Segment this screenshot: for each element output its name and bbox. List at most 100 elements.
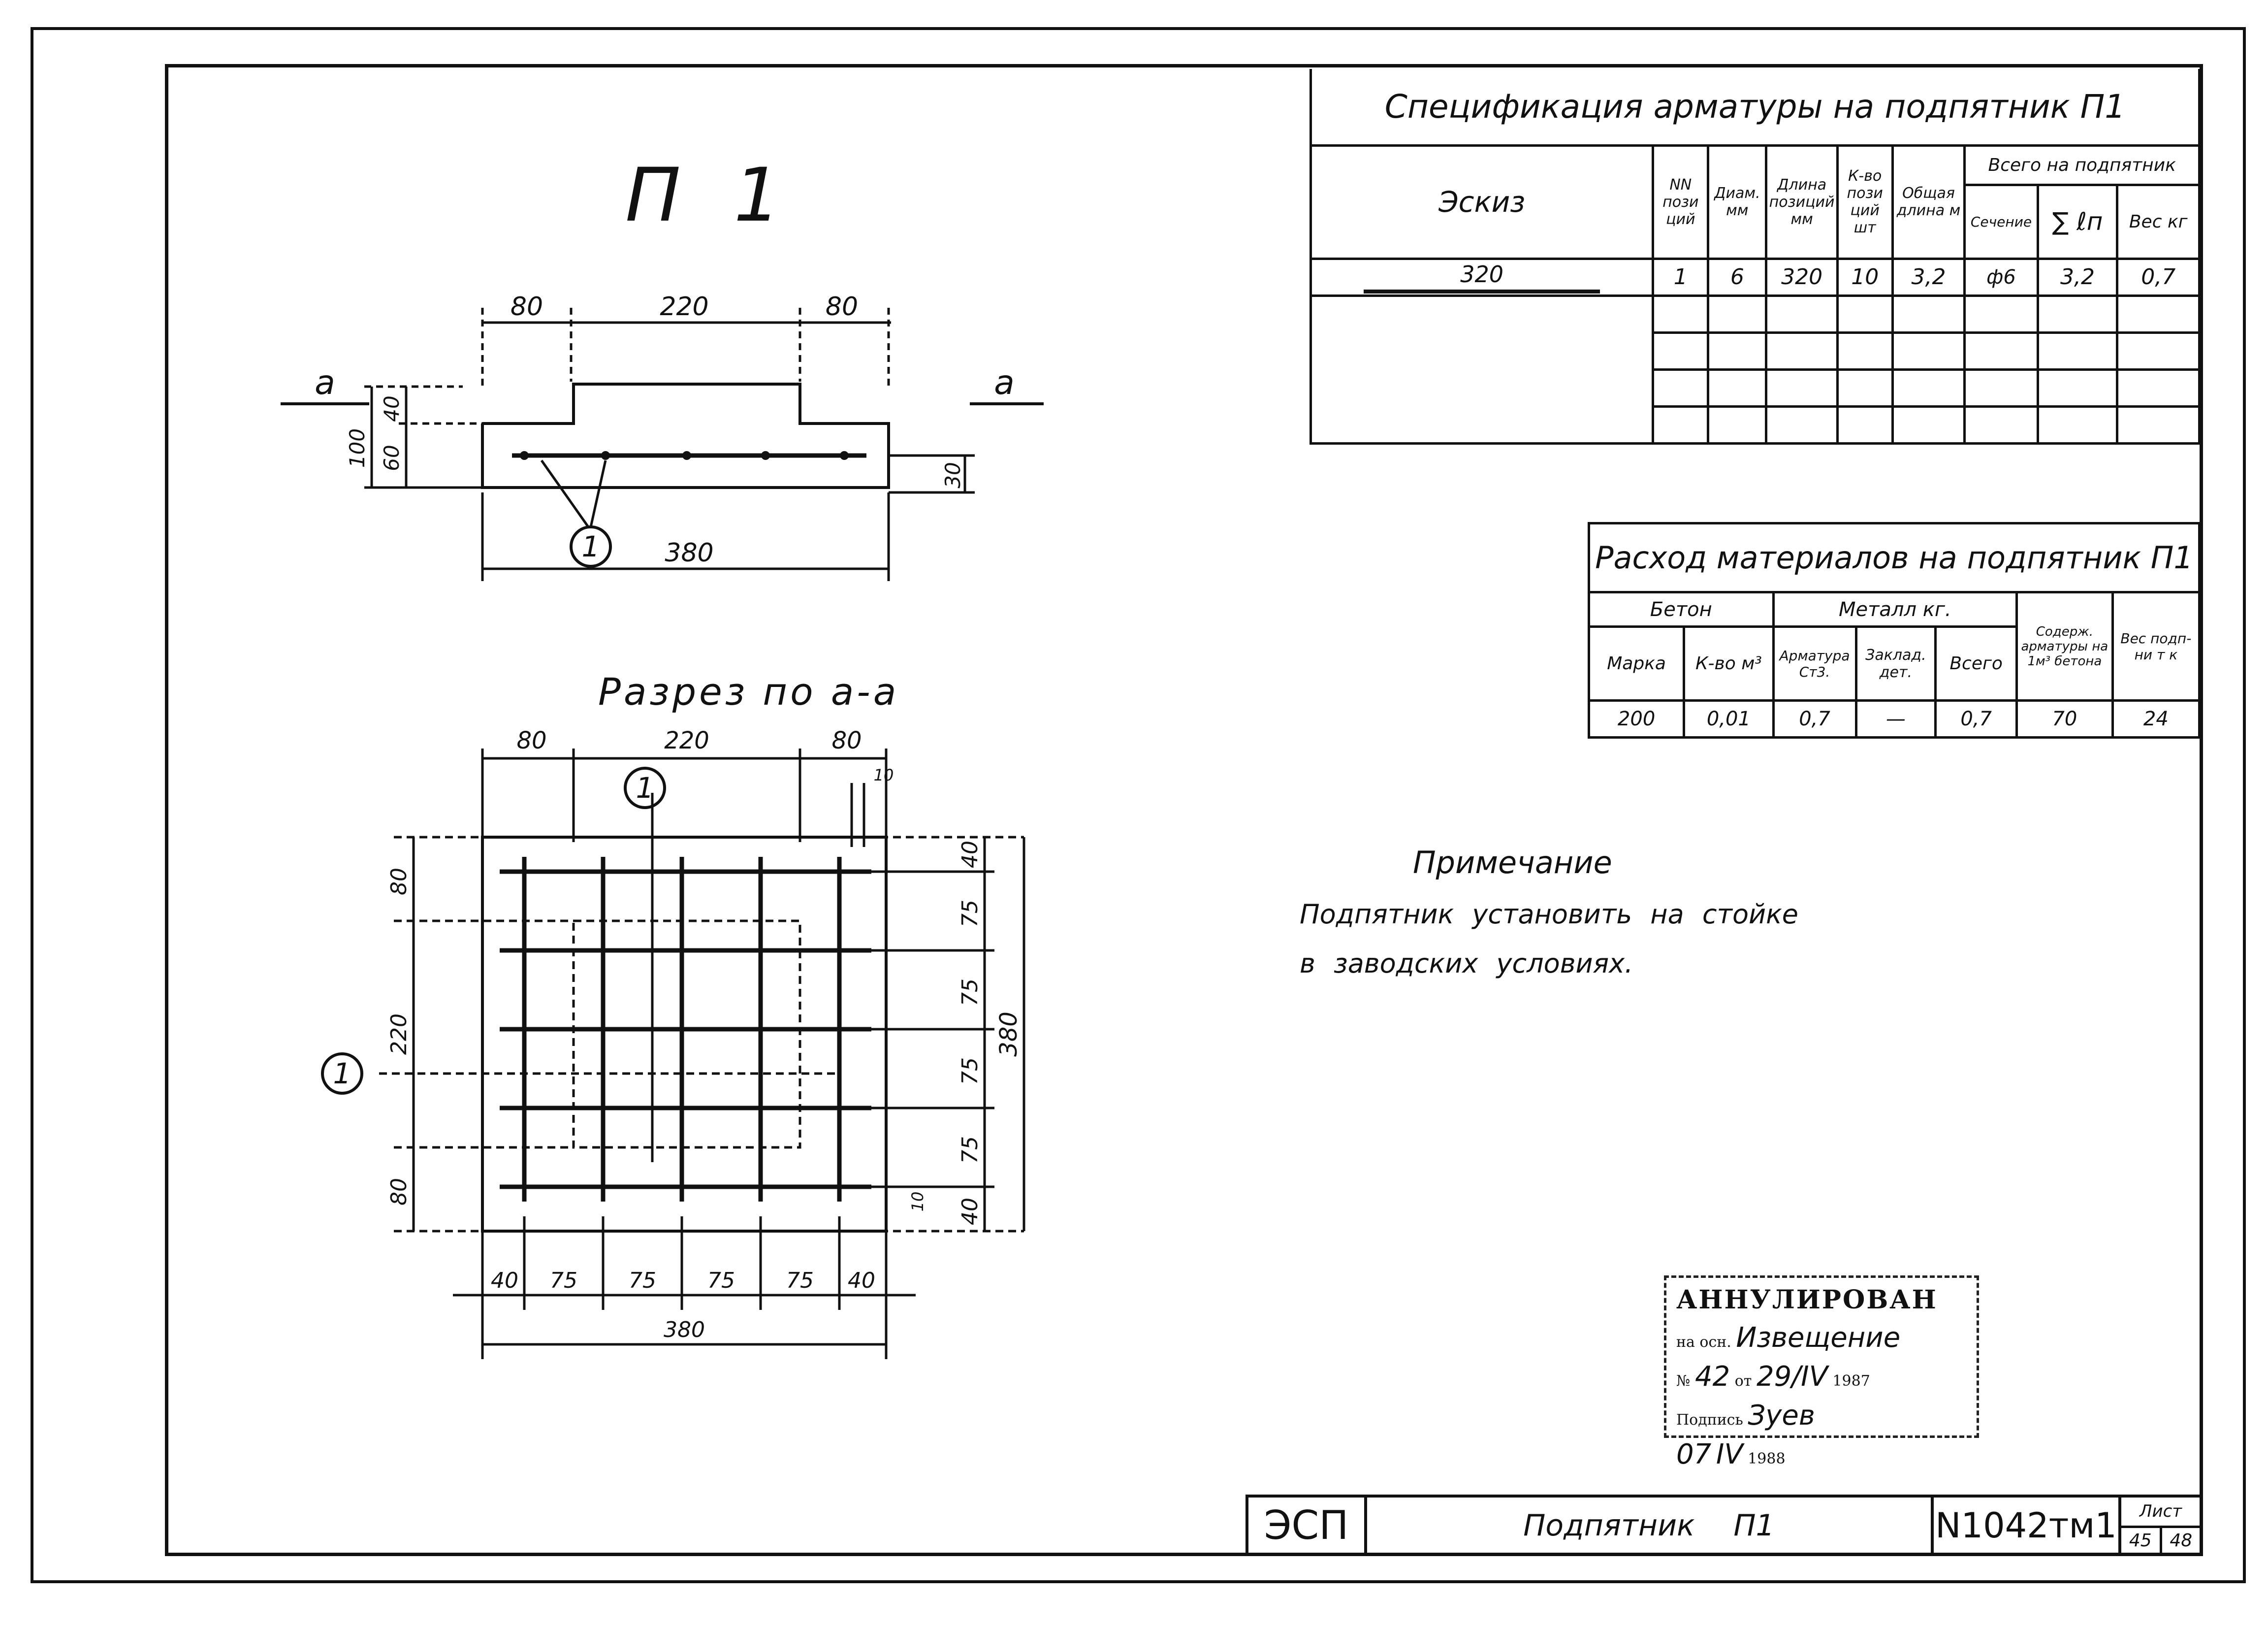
outer-frame <box>31 27 2246 1583</box>
elevation-drawing: 1 80 220 80 а а 380 100 40 60 30 <box>281 292 1044 581</box>
materials-content: Содерж. арматуры на 1м³ бетона <box>2015 591 2114 702</box>
spec-col-len: Длина позиций мм <box>1765 144 1839 260</box>
position-marker-circle <box>570 525 612 568</box>
stamp-date-line: 07 IV 1988 <box>1676 1438 1786 1470</box>
plan-marker-top: 1 <box>636 771 654 805</box>
spec-col-group: Всего на подпятник <box>1963 144 2201 186</box>
stamp-number-line: № 42 от 29/IV 1987 <box>1676 1361 1870 1393</box>
materials-cell-vsego: 0,7 <box>1934 699 2018 739</box>
spec-cell-weight: 0,7 <box>2116 257 2201 297</box>
plan-right-dim-1: 40 <box>958 841 983 868</box>
plan-right-dim-4: 75 <box>958 1057 983 1085</box>
title-block-name: Подпятник П1 <box>1367 1498 1934 1553</box>
materials-metal: Металл кг. <box>1772 591 2018 628</box>
plan-left-dim-middle: 220 <box>386 1013 412 1055</box>
title-block-sheet: Лист 45 48 <box>2121 1498 2200 1553</box>
materials-cell-marka: 200 <box>1587 699 1686 739</box>
spec-col-section: Сечение <box>1963 183 2039 260</box>
section-mark-left: а <box>315 363 335 402</box>
spec-cell-sum: 3,2 <box>2036 257 2119 297</box>
materials-cell-qty: 0,01 <box>1683 699 1775 739</box>
plan-marker-left: 1 <box>333 1057 351 1090</box>
drawing-title: П 1 <box>625 153 796 238</box>
plan-bottom-dim-6: 40 <box>848 1268 875 1293</box>
note-heading: Примечание <box>1413 845 1612 880</box>
plan-bottom-dim-4: 75 <box>707 1268 735 1293</box>
plan-right-dim-2: 75 <box>958 900 983 927</box>
plan-top-dim-middle: 220 <box>664 727 709 754</box>
plan-right-dim-5: 75 <box>958 1136 983 1164</box>
spec-col-pos: NN пози ций <box>1652 144 1710 260</box>
spec-cell-section: ф6 <box>1963 257 2039 297</box>
spec-col-total-len: Общая длина м <box>1891 144 1966 260</box>
top-dim-left: 80 <box>511 292 543 322</box>
spec-col-sum: ∑ ℓп <box>2036 183 2119 260</box>
sheet-label: Лист <box>2121 1498 2200 1528</box>
materials-vsego: Всего <box>1934 625 2018 702</box>
spec-title: Спецификация арматуры на подпятник П1 <box>1310 69 2201 147</box>
sheet-total: 48 <box>2170 1530 2193 1551</box>
spec-col-weight: Вес кг <box>2116 183 2201 260</box>
position-marker-label: 1 <box>582 530 600 563</box>
stamp-title: АННУЛИРОВАН <box>1676 1285 1938 1315</box>
plan-left-dim-bottom: 80 <box>386 1178 412 1205</box>
note-line-1: Подпятник установить на стойке <box>1300 899 1798 930</box>
title-block-org: ЭСП <box>1248 1498 1367 1553</box>
section-mark-right: а <box>994 363 1015 402</box>
spec-cell-diam: 6 <box>1707 257 1768 297</box>
spec-sketch-header: Эскиз <box>1309 144 1655 260</box>
spec-cell-len: 320 <box>1765 257 1839 297</box>
materials-cell-zaklad: — <box>1854 699 1937 739</box>
plan-bottom-dim-1: 40 <box>491 1268 518 1293</box>
plan-small-dim-top: 10 <box>874 766 894 784</box>
top-dim-right: 80 <box>826 292 858 322</box>
materials-marka: Марка <box>1587 625 1686 702</box>
stamp-year: 1987 <box>1832 1372 1870 1390</box>
title-block-doc-no: N1042тм1 <box>1934 1498 2121 1553</box>
materials-zaklad: Заклад. дет. <box>1854 625 1937 702</box>
stamp-number: 42 <box>1694 1361 1730 1393</box>
plan-small-dim-right: 10 <box>908 1192 927 1212</box>
plan-bottom-dim-5: 75 <box>786 1268 814 1293</box>
materials-weight: Вес подп-ни т к <box>2111 591 2201 702</box>
stamp-basis-line: на осн. Извещение <box>1676 1322 1901 1354</box>
materials-cell-armatura: 0,7 <box>1772 699 1857 739</box>
plan-top-dim-left: 80 <box>516 727 546 754</box>
stamp-date: 29/IV <box>1756 1361 1828 1393</box>
plan-bottom-dim-3: 75 <box>629 1268 656 1293</box>
plan-top-dim-right: 80 <box>831 727 862 754</box>
plan-drawing: 1 1 80 220 80 10 80 220 80 40 75 75 75 7… <box>321 727 1025 1359</box>
materials-cell-content: 70 <box>2015 699 2114 739</box>
plan-right-dim-6: 40 <box>958 1198 983 1225</box>
plan-right-dim-3: 75 <box>958 978 983 1006</box>
stamp-signature: Зуев <box>1748 1400 1815 1432</box>
drawing-frame <box>165 64 2203 1556</box>
bottom-dim: 380 <box>665 538 713 568</box>
annulled-stamp: АННУЛИРОВАН на осн. Извещение № 42 от 29… <box>1664 1275 1979 1470</box>
materials-armatura: Арматура Ст3. <box>1772 625 1857 702</box>
plan-right-total: 380 <box>995 1011 1022 1057</box>
spec-sketch-value: 320 <box>1309 257 1655 297</box>
plan-left-dim-top: 80 <box>386 868 412 895</box>
materials-qty: К-во м³ <box>1683 625 1775 702</box>
title-block: ЭСП Подпятник П1 N1042тм1 Лист 45 48 <box>1246 1495 2203 1556</box>
note-line-2: в заводских условиях. <box>1300 948 1633 979</box>
materials-beton: Бетон <box>1588 591 1775 628</box>
left-dim-100: 100 <box>345 428 369 468</box>
sketch-rebar-line <box>1364 289 1600 293</box>
plan-bottom-dim-2: 75 <box>550 1268 577 1293</box>
left-dim-60: 60 <box>380 445 404 471</box>
left-dim-40: 40 <box>380 395 404 422</box>
section-title: Разрез по а-а <box>598 670 899 714</box>
sheet-number: 45 <box>2121 1528 2162 1553</box>
spec-col-qty: К-во пози ций шт <box>1836 144 1894 260</box>
materials-title: Расход материалов на подпятник П1 <box>1588 522 2201 593</box>
right-dim-30: 30 <box>941 462 965 488</box>
plan-bottom-total: 380 <box>664 1317 705 1342</box>
materials-table: Расход материалов на подпятник П1 Бетон … <box>1587 522 2201 739</box>
top-dim-middle: 220 <box>660 292 708 322</box>
spec-cell-qty: 10 <box>1836 257 1894 297</box>
spec-table: Спецификация арматуры на подпятник П1 Эс… <box>1309 69 2201 445</box>
stamp-signature-line: Подпись Зуев <box>1676 1400 1815 1432</box>
spec-col-diam: Диам. мм <box>1707 144 1768 260</box>
